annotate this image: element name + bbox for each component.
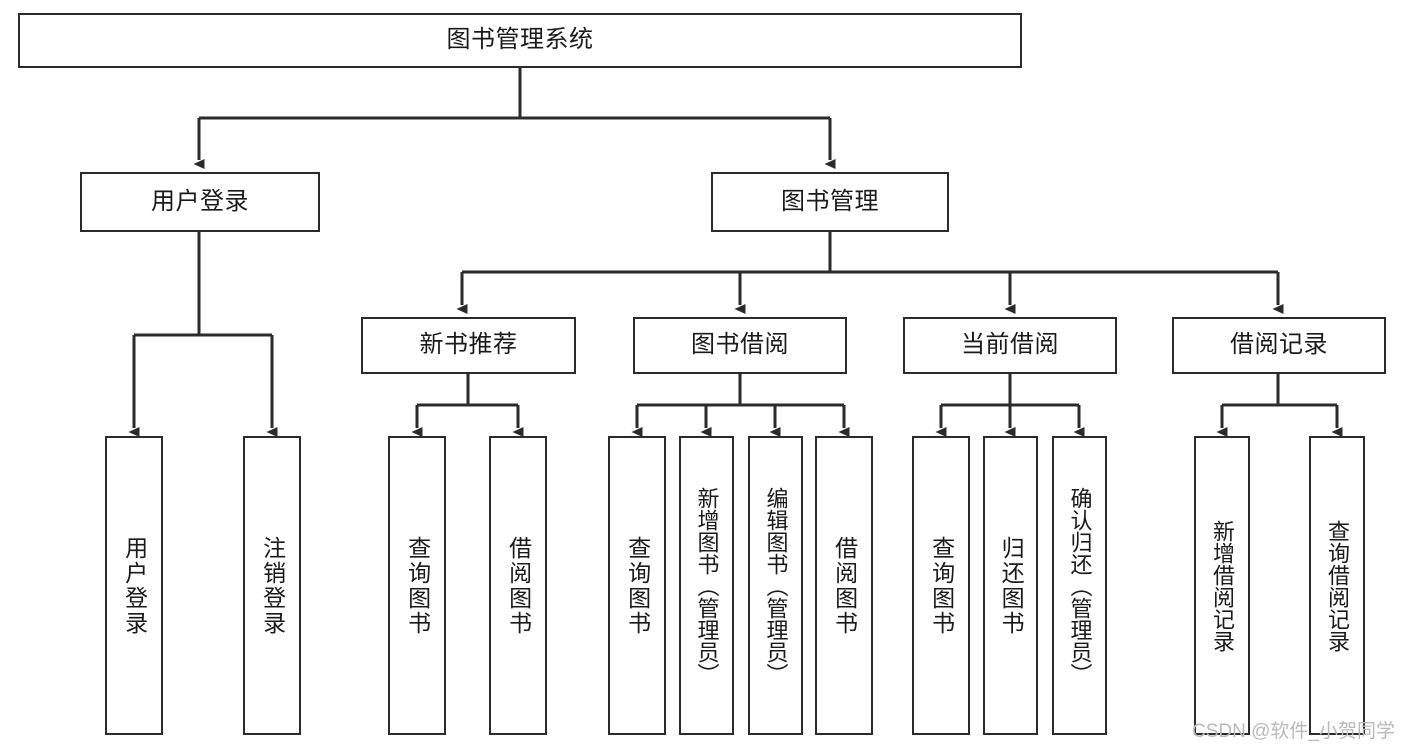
node-label: 归还图书	[998, 535, 1025, 636]
leaf-borrow-book-recommend[interactable]: 借阅图书	[489, 436, 547, 735]
leaf-confirm-return-admin[interactable]: 确认归还（管理员）	[1052, 436, 1107, 735]
leaf-logout[interactable]: 注销登录	[243, 436, 301, 735]
node-label: 查询图书	[928, 535, 955, 636]
node-label: 借阅图书	[831, 535, 858, 636]
leaf-add-book-admin[interactable]: 新增图书（管理员）	[679, 436, 734, 735]
node-user-login[interactable]: 用户登录	[80, 172, 320, 232]
leaf-add-borrow-record[interactable]: 新增借阅记录	[1194, 436, 1250, 735]
node-label: 图书管理	[781, 187, 879, 215]
node-label: 用户登录	[121, 535, 148, 636]
node-label: 用户登录	[151, 187, 249, 215]
node-label: 确认归还（管理员）	[1067, 486, 1093, 685]
node-book-borrow[interactable]: 图书借阅	[633, 317, 847, 374]
node-label: 当前借阅	[961, 331, 1059, 359]
node-label: 注销登录	[259, 535, 286, 636]
leaf-return-book[interactable]: 归还图书	[983, 436, 1038, 735]
node-current-borrow[interactable]: 当前借阅	[903, 317, 1117, 374]
leaf-query-borrow-record[interactable]: 查询借阅记录	[1309, 436, 1365, 735]
leaf-query-book-current[interactable]: 查询图书	[912, 436, 970, 735]
node-label: 图书借阅	[691, 331, 789, 359]
leaf-user-login[interactable]: 用户登录	[105, 436, 163, 735]
node-label: 图书管理系统	[446, 26, 594, 54]
leaf-query-book-borrow[interactable]: 查询图书	[608, 436, 666, 735]
node-new-book-recommend[interactable]: 新书推荐	[361, 317, 576, 374]
node-label: 查询图书	[404, 535, 431, 636]
watermark-text: CSDN @软件_小贺同学	[1192, 721, 1395, 742]
node-borrow-record[interactable]: 借阅记录	[1172, 317, 1386, 374]
node-label: 新增借阅记录	[1209, 519, 1235, 652]
leaf-edit-book-admin[interactable]: 编辑图书（管理员）	[748, 436, 803, 735]
node-label: 新增图书（管理员）	[694, 486, 720, 685]
node-label: 查询图书	[624, 535, 651, 636]
leaf-borrow-book[interactable]: 借阅图书	[815, 436, 873, 735]
node-label: 借阅记录	[1230, 331, 1328, 359]
node-label: 新书推荐	[419, 331, 518, 359]
node-book-management[interactable]: 图书管理	[711, 172, 949, 232]
node-label: 借阅图书	[505, 535, 532, 636]
node-label: 查询借阅记录	[1324, 519, 1350, 652]
leaf-query-book-recommend[interactable]: 查询图书	[388, 436, 446, 735]
node-root-book-management-system[interactable]: 图书管理系统	[18, 13, 1022, 68]
node-label: 编辑图书（管理员）	[763, 486, 789, 685]
